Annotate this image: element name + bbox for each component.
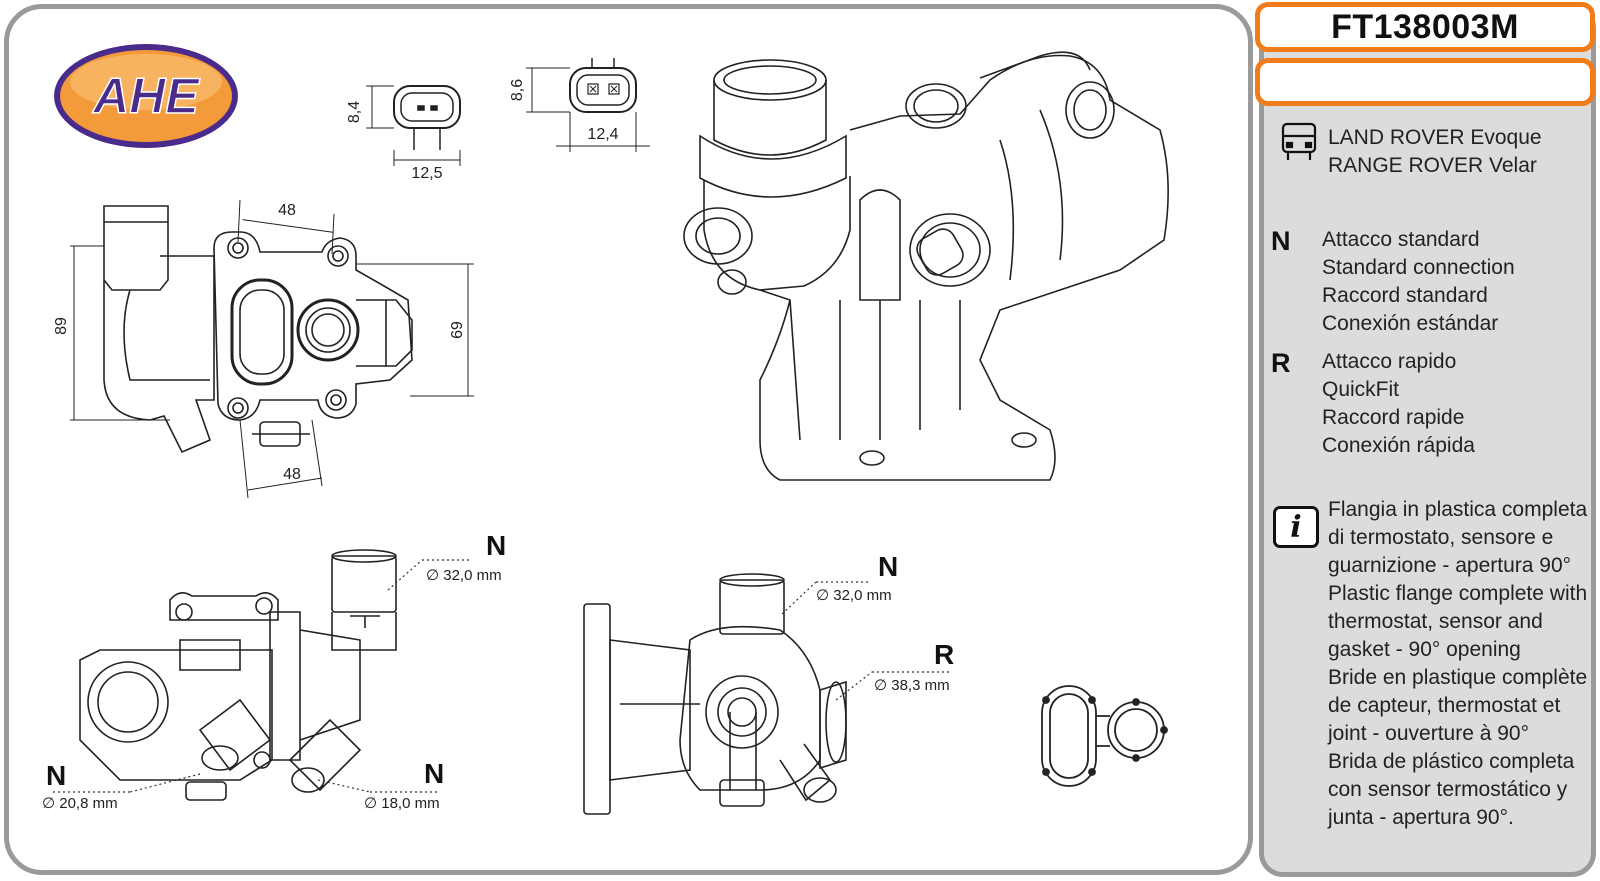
legend-r-line-2: QuickFit (1322, 378, 1400, 401)
view2-letter-1: N (878, 551, 898, 582)
flange-top-dim: 48 (278, 202, 296, 219)
side-view-2 (583, 573, 847, 815)
info-line: Brida de plástico completa (1328, 750, 1575, 773)
legend-n-line-3: Raccord standard (1322, 284, 1488, 307)
legend-n-line-4: Conexión estándar (1322, 312, 1499, 335)
car-front-icon (1281, 122, 1317, 160)
flange-bottom-dim: 48 (283, 466, 301, 483)
connector-1-drawing (366, 85, 461, 166)
info-line: junta - apertura 90°. (1328, 806, 1514, 829)
view1-letter-2: N (46, 760, 66, 791)
view1-letter-1: N (486, 530, 506, 561)
connector-2-drawing (526, 58, 650, 152)
view1-spec-3: ∅ 18,0 mm (364, 795, 440, 812)
view1-letter-3: N (424, 758, 444, 789)
flange-left-dim: 89 (53, 317, 70, 335)
gasket-drawing (1041, 685, 1168, 787)
drawing-panel (4, 4, 1253, 875)
conn1-height-label: 8,4 (346, 101, 363, 123)
leader-line (781, 581, 817, 615)
view2-letter-2: R (934, 639, 954, 670)
leader-line (387, 559, 423, 591)
info-line: con sensor termostático y (1328, 778, 1568, 801)
side-view-1 (79, 549, 397, 801)
info-line: Plastic flange complete with (1328, 582, 1588, 605)
info-line: Bride en plastique complète (1328, 666, 1588, 689)
logo-text: AHE (91, 68, 200, 124)
thermostat-isometric-view (683, 51, 1169, 481)
secondary-code-box (1255, 58, 1595, 106)
view2-spec-2: ∅ 38,3 mm (874, 677, 950, 694)
view2-spec-1: ∅ 32,0 mm (816, 587, 892, 604)
legend-letter-r: R (1271, 348, 1291, 378)
legend-r-line-3: Raccord rapide (1322, 406, 1465, 429)
legend-n-line-2: Standard connection (1322, 256, 1515, 279)
leader-line (835, 671, 873, 701)
info-line: joint - ouverture à 90° (1328, 722, 1530, 745)
flange-right-dim: 69 (449, 321, 466, 339)
info-line: gasket - 90° opening (1328, 638, 1521, 661)
info-line: guarnizione - apertura 90° (1328, 554, 1572, 577)
info-line: Flangia in plastica completa (1328, 498, 1588, 521)
ahe-logo: AHE (54, 44, 238, 148)
legend-letter-n: N (1271, 226, 1291, 256)
flange-top-view (70, 199, 474, 499)
conn2-height-label: 8,6 (509, 79, 526, 101)
leader-line (129, 773, 201, 793)
info-icon: i (1273, 506, 1319, 548)
conn2-width-label: 12,4 (587, 126, 618, 143)
legend-n-line-1: Attacco standard (1322, 228, 1480, 251)
part-code: FT138003M (1255, 2, 1595, 52)
info-line: de capteur, thermostat et (1328, 694, 1561, 717)
legend-r-line-1: Attacco rapido (1322, 350, 1457, 373)
info-line: di termostato, sensore e (1328, 526, 1554, 549)
conn1-width-label: 12,5 (411, 165, 442, 182)
vehicle-line-2: RANGE ROVER Velar (1328, 154, 1537, 177)
leader-line (317, 779, 371, 793)
view1-spec-1: ∅ 32,0 mm (426, 567, 502, 584)
legend-r-line-4: Conexión rápida (1322, 434, 1475, 457)
view1-spec-2: ∅ 20,8 mm (42, 795, 118, 812)
info-line: thermostat, sensor and (1328, 610, 1543, 633)
vehicle-line-1: LAND ROVER Evoque (1328, 126, 1542, 149)
